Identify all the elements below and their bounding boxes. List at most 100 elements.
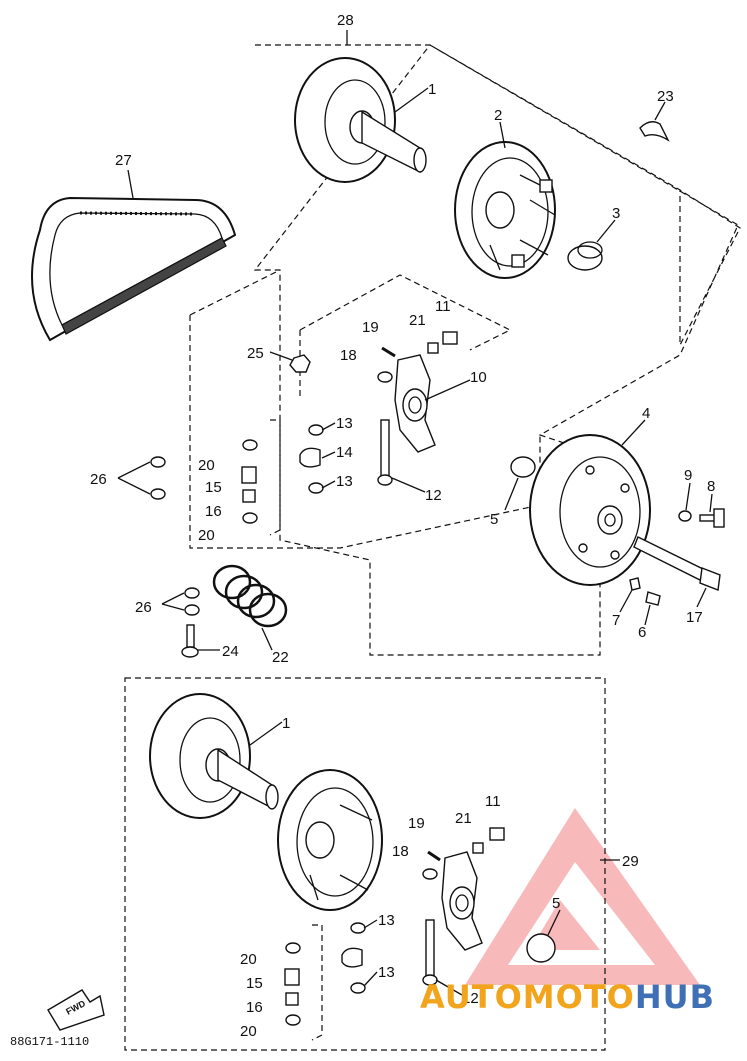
movable-sheave-lower (277, 769, 383, 911)
callout-20a: 20 (198, 457, 215, 474)
callout-b12: 12 (462, 990, 479, 1007)
bolt-8 (699, 508, 725, 528)
collar-16 (242, 489, 256, 503)
leader-14 (321, 451, 336, 459)
callout-25: 25 (247, 345, 264, 362)
callout-b15: 15 (246, 975, 263, 992)
bolt-11 (442, 331, 458, 345)
callout-2: 2 (494, 107, 502, 124)
bolt-24 (181, 624, 199, 658)
callout-13a: 13 (336, 415, 353, 432)
callout-15: 15 (205, 479, 222, 496)
leader-12 (391, 477, 426, 493)
callout-4: 4 (642, 405, 650, 422)
leader-3 (596, 219, 616, 243)
leader-17 (696, 587, 707, 608)
diagram-code: 88G171-1110 (10, 1035, 89, 1049)
callout-6: 6 (638, 624, 646, 641)
bolt-b11 (489, 827, 505, 841)
bracket-dash-upper (269, 419, 281, 536)
washer-26b (150, 488, 166, 500)
clip-part (639, 121, 670, 142)
washer-26c (184, 587, 200, 599)
callout-19: 19 (362, 319, 379, 336)
slider-5-upper (510, 456, 536, 478)
callout-20b: 20 (198, 527, 215, 544)
callout-1: 1 (428, 81, 436, 98)
callout-b20a: 20 (240, 951, 257, 968)
leader-b5 (547, 909, 561, 936)
group-outline-mid (189, 269, 541, 549)
spider-upper (394, 354, 436, 453)
bolt-b12 (422, 919, 438, 986)
watermark-text: AUTOMOTOHUB (420, 978, 715, 1016)
nut-7 (629, 577, 641, 591)
washer-26a (150, 456, 166, 468)
callout-b20b: 20 (240, 1023, 257, 1040)
callout-b1: 1 (282, 715, 290, 732)
callout-9: 9 (684, 467, 692, 484)
callout-b16: 16 (246, 999, 263, 1016)
callout-b29: 29 (622, 853, 639, 870)
nut-25 (289, 354, 311, 373)
callout-13b: 13 (336, 473, 353, 490)
leader-27 (127, 169, 134, 199)
washer-b18 (422, 868, 438, 880)
callout-17: 17 (686, 609, 703, 626)
callout-23: 23 (657, 88, 674, 105)
washer-13a (308, 424, 324, 436)
callout-14: 14 (336, 444, 353, 461)
slider-b5 (526, 933, 556, 963)
callout-16: 16 (205, 503, 222, 520)
leader-b12 (435, 979, 463, 996)
callout-b13a: 13 (378, 912, 395, 929)
leader-13b (321, 480, 336, 489)
leader-b13b (363, 971, 378, 987)
callout-21: 21 (409, 312, 426, 329)
sheave-cover (529, 434, 651, 586)
leader-4 (621, 419, 646, 446)
leader-b1 (249, 721, 283, 746)
callout-b5: 5 (552, 895, 560, 912)
leader-22 (261, 627, 273, 651)
bolt-6 (645, 591, 661, 606)
leader-2 (499, 121, 506, 149)
leader-26a (117, 461, 151, 495)
spring-22 (212, 564, 288, 628)
callout-12: 12 (425, 487, 442, 504)
callout-b11: 11 (485, 793, 501, 810)
fwd-arrow-icon: FWD (47, 989, 105, 1031)
leader-26b (161, 592, 185, 611)
collar-15 (241, 466, 257, 484)
leader-25 (269, 351, 293, 361)
callout-b19: 19 (408, 815, 425, 832)
watermark-prefix: AUTOMOTO (420, 978, 635, 1016)
leader-9 (685, 482, 691, 511)
nut-b21 (472, 842, 484, 854)
washer-9 (678, 510, 692, 522)
callout-18: 18 (340, 347, 357, 364)
leader-5 (504, 477, 519, 511)
leader-7 (619, 589, 633, 613)
group-outline-28 (253, 44, 741, 656)
callout-11: 11 (435, 298, 451, 315)
callout-10: 10 (470, 369, 487, 386)
callout-b21: 21 (455, 810, 472, 827)
washer-b13b (350, 982, 366, 994)
pin-b19 (427, 850, 441, 862)
leader-1 (394, 87, 429, 113)
leader-10 (424, 379, 471, 401)
leader-b13a (363, 919, 378, 929)
callout-28: 28 (337, 12, 354, 29)
washer-b20a (285, 942, 301, 954)
washer-20a (242, 439, 258, 451)
washer-b13a (350, 922, 366, 934)
callout-24: 24 (222, 643, 239, 660)
watermark-suffix: HUB (635, 978, 715, 1016)
slider-roller (567, 241, 603, 271)
callout-b18: 18 (392, 843, 409, 860)
washer-13b (308, 482, 324, 494)
callout-26a: 26 (90, 471, 107, 488)
